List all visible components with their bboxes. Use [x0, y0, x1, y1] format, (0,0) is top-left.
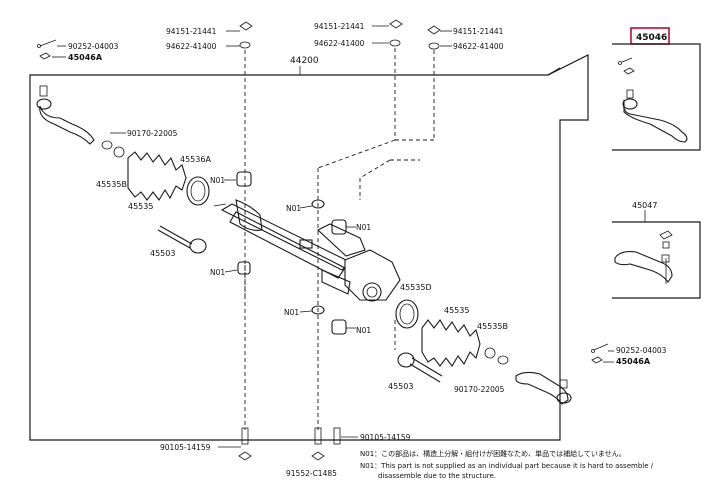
svg-text:90105-14159: 90105-14159: [160, 443, 211, 452]
svg-text:45535B: 45535B: [477, 322, 508, 331]
clamp-right-icon: [484, 347, 496, 359]
svg-text:94622-41400: 94622-41400: [166, 42, 217, 51]
svg-text:90252-04003: 90252-04003: [68, 42, 119, 51]
svg-text:N01: N01: [356, 326, 371, 335]
note-english-line2: disassemble due to the structure.: [378, 472, 496, 480]
svg-text:45046A: 45046A: [616, 357, 651, 366]
tie-rod-end-45047-icon: [614, 230, 673, 284]
svg-text:45503: 45503: [388, 382, 413, 391]
svg-text:45535B: 45535B: [96, 180, 127, 189]
svg-text:94622-41400: 94622-41400: [453, 42, 504, 51]
title-part-number: 45046: [636, 33, 667, 43]
svg-text:94622-41400: 94622-41400: [314, 39, 365, 48]
boot-clamp-icon: [186, 176, 210, 206]
right-tie-rod-end-icon: [515, 371, 572, 405]
nut-icons: [239, 19, 441, 50]
svg-text:45046A: 45046A: [68, 53, 103, 62]
svg-text:N01: N01: [286, 204, 301, 213]
svg-text:90170-22005: 90170-22005: [127, 129, 178, 138]
svg-text:45535D: 45535D: [400, 283, 432, 292]
svg-text:N01: N01: [284, 308, 299, 317]
svg-text:90252-04003: 90252-04003: [616, 346, 667, 355]
boot-clamp-right-icon: [395, 299, 419, 329]
right-boot-icon: [421, 319, 481, 367]
svg-text:N01: N01: [210, 176, 225, 185]
label-45047: 45047: [632, 201, 657, 210]
cotter-pin-icon: [37, 39, 57, 60]
note-japanese: N01：この部品は、構造上分解・組付けが困難なため、単品では補給していません。: [360, 449, 626, 458]
svg-text:91552-C1485: 91552-C1485: [286, 469, 337, 478]
svg-text:45535: 45535: [444, 306, 469, 315]
inner-tie-rod-right-icon: [397, 352, 443, 383]
clamp-icon: [113, 146, 125, 158]
svg-text:90170-22005: 90170-22005: [454, 385, 505, 394]
frame-label: 44200: [290, 56, 319, 66]
svg-text:N01: N01: [356, 223, 371, 232]
inner-tie-rod-icon: [157, 225, 207, 254]
svg-text:90105-14159: 90105-14159: [360, 433, 411, 442]
svg-text:45503: 45503: [150, 249, 175, 258]
svg-text:94151-21441: 94151-21441: [314, 22, 365, 31]
rack-housing-icon: [213, 199, 401, 302]
note-english-line1: N01：This part is not supplied as an indi…: [360, 462, 654, 470]
bolt-icons: [238, 427, 341, 461]
clip-icon: [101, 140, 113, 150]
tie-rod-end-icon: [618, 57, 688, 143]
svg-text:94151-21441: 94151-21441: [453, 27, 504, 36]
svg-text:45535: 45535: [128, 202, 153, 211]
svg-text:N01: N01: [210, 268, 225, 277]
left-boot-icon: [127, 151, 187, 201]
cotter-pin-right-icon: [591, 343, 609, 364]
left-tie-rod-end-icon: [36, 85, 95, 145]
svg-text:94151-21441: 94151-21441: [166, 27, 217, 36]
svg-text:45536A: 45536A: [180, 155, 211, 164]
